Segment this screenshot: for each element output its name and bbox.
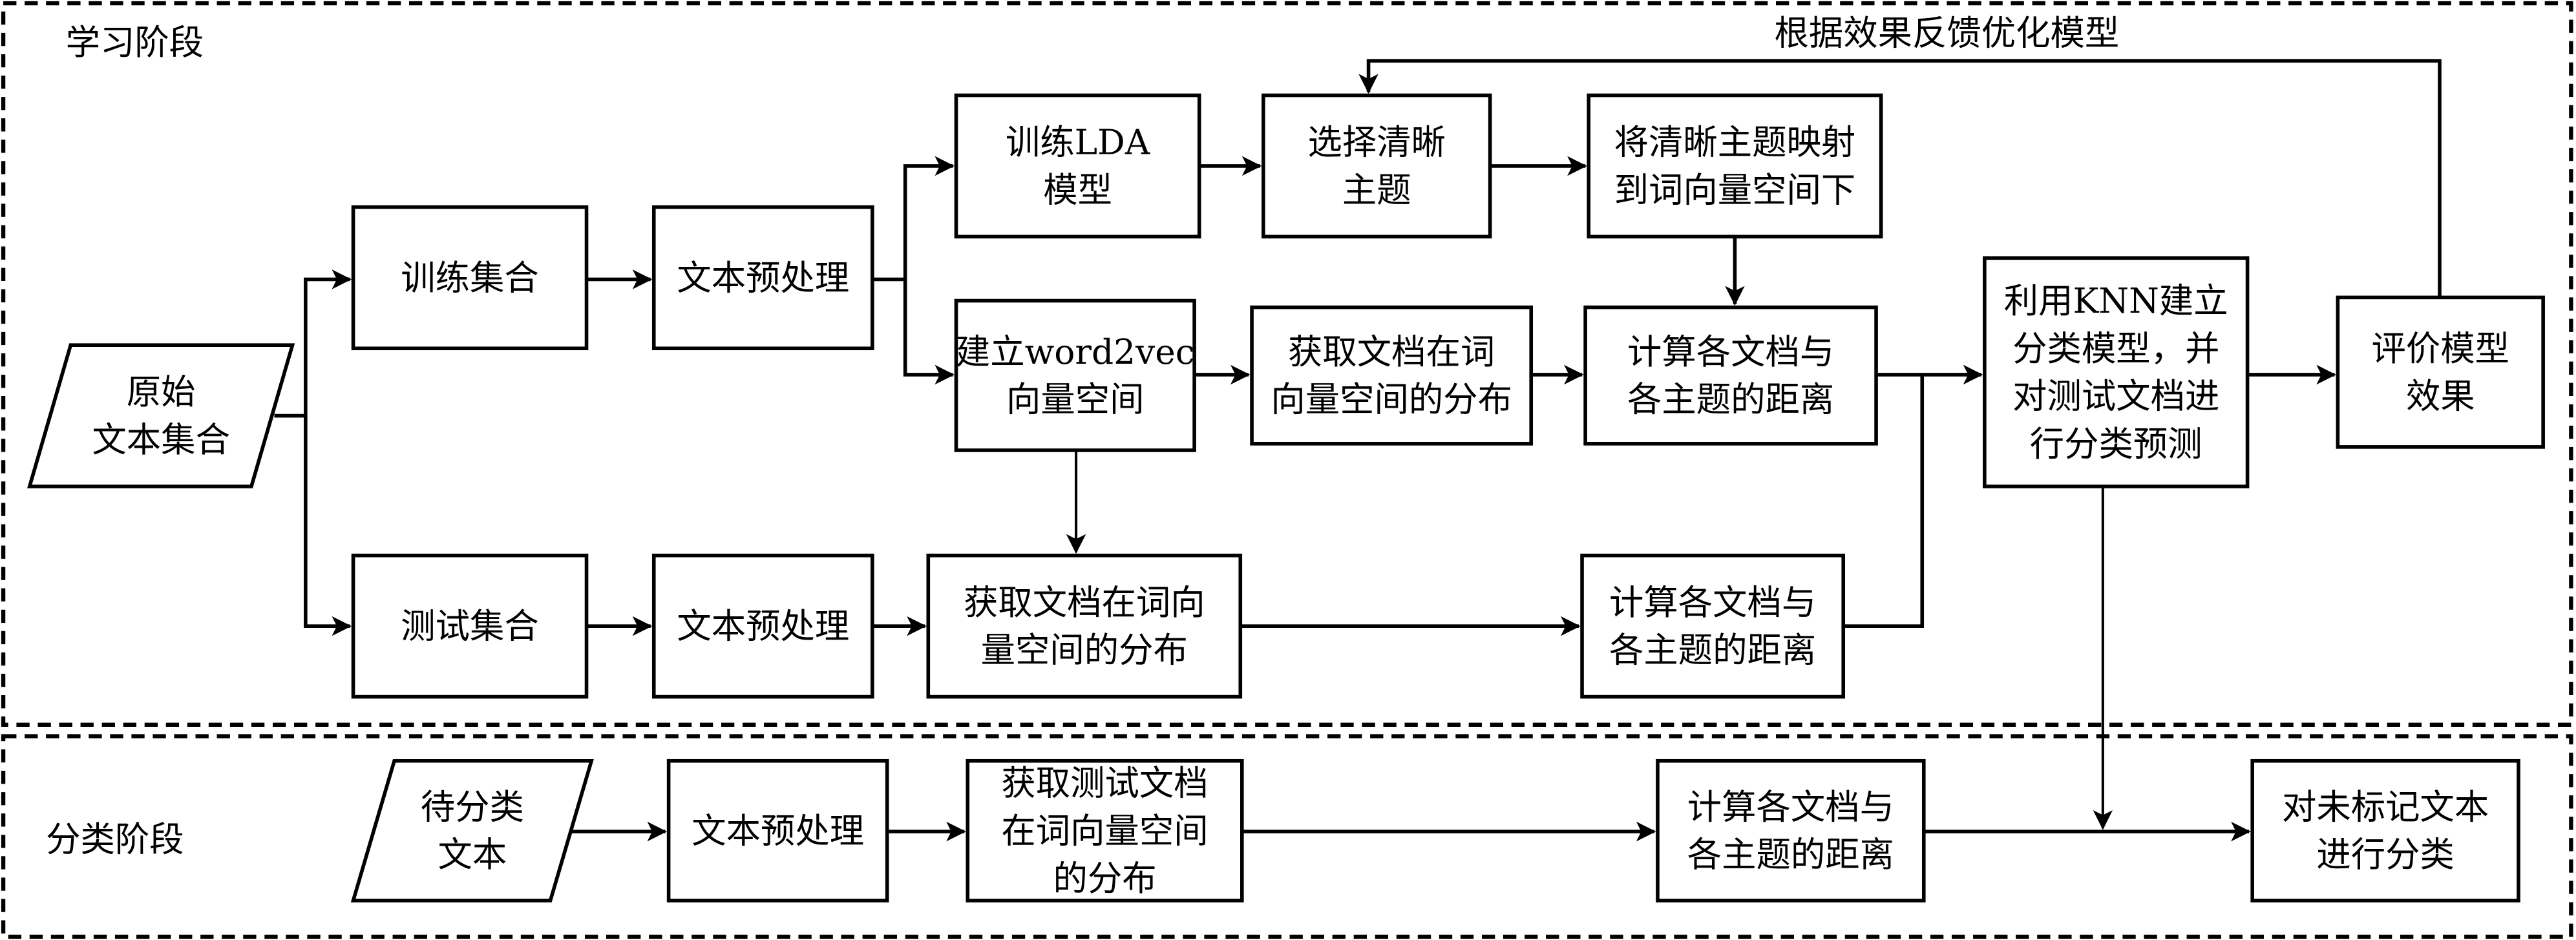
node-label-line: 计算各文档与	[1687, 786, 1894, 827]
node-label-line: 训练集合	[401, 257, 539, 298]
node-label-line: 在词向量空间	[1001, 810, 1208, 851]
feedback-label: 根据效果反馈优化模型	[1775, 12, 2120, 53]
node-label-line: 效果	[2406, 376, 2475, 417]
node-label-line: 向量空间的分布	[1271, 379, 1512, 420]
node-label-line: 待分类	[421, 786, 524, 827]
edge-feedback	[1358, 59, 2442, 298]
classification-stage-label: 分类阶段	[46, 819, 184, 860]
node-label-line: 对测试文档进	[2012, 376, 2219, 417]
node-label-line: 模型	[1043, 169, 1112, 210]
node-label-line: 获取文档在词向	[964, 582, 1205, 623]
node-label-line: 计算各文档与	[1627, 331, 1834, 372]
node-label-line: 文本预处理	[677, 257, 849, 298]
node-label-line: 文本预处理	[677, 606, 849, 647]
node-label-line: 主题	[1342, 169, 1411, 210]
node-test-set[interactable]: 测试集合	[351, 553, 589, 699]
node-label-line: 向量空间	[1006, 379, 1145, 420]
node-label-line: 获取测试文档	[1001, 763, 1208, 804]
node-train-lda[interactable]: 训练LDA 模型	[954, 93, 1201, 239]
node-label-line: 各主题的距离	[1687, 834, 1894, 875]
node-label-line: 将清晰主题映射	[1614, 122, 1856, 163]
node-label-line: 测试集合	[401, 606, 539, 647]
node-label-line: 分类模型，并	[2012, 328, 2219, 369]
node-label-line: 利用KNN建立	[2004, 280, 2228, 321]
node-label-line: 选择清晰	[1308, 122, 1446, 163]
node-label-line: 进行分类	[2316, 834, 2455, 875]
classification-stage-region	[1, 734, 2573, 939]
edges	[274, 59, 2442, 842]
edge-preprocess-to-lda	[872, 156, 955, 282]
node-label-line: 训练LDA	[1006, 122, 1151, 163]
edge-raw-to-train	[274, 269, 352, 418]
edge-raw-to-test	[304, 415, 352, 636]
node-build-w2v[interactable]: 建立word2vec 向量空间	[954, 298, 1196, 452]
node-train-set[interactable]: 训练集合	[351, 205, 589, 351]
node-label-line: 各主题的距离	[1627, 379, 1834, 420]
node-preprocess-test[interactable]: 文本预处理	[651, 553, 874, 699]
edge-preprocess-to-w2v	[903, 279, 955, 385]
node-label-line: 评价模型	[2372, 328, 2510, 369]
learning-stage-region	[1, 1, 2573, 727]
node-label-line: 原始	[127, 371, 196, 412]
node-label-line: 行分类预测	[2030, 423, 2202, 464]
node-label-line: 文本预处理	[692, 810, 864, 851]
node-label-line: 建立word2vec	[956, 331, 1195, 372]
node-preprocess-new[interactable]: 文本预处理	[666, 758, 889, 903]
node-preprocess-train[interactable]: 文本预处理	[651, 205, 874, 351]
node-label-line: 量空间的分布	[981, 630, 1188, 671]
edge-disttest-to-knn	[1843, 374, 1925, 628]
node-label-line: 对未标记文本	[2282, 786, 2489, 827]
node-label-line: 获取文档在词	[1288, 331, 1495, 372]
node-label-line: 到词向量空间下	[1614, 169, 1856, 210]
node-label-line: 的分布	[1053, 858, 1156, 899]
node-label-line: 文本	[438, 834, 507, 875]
node-label-line: 文本集合	[92, 419, 230, 460]
node-label-line: 各主题的距离	[1609, 630, 1816, 671]
node-label-line: 计算各文档与	[1609, 582, 1816, 623]
learning-stage-label: 学习阶段	[66, 22, 204, 63]
